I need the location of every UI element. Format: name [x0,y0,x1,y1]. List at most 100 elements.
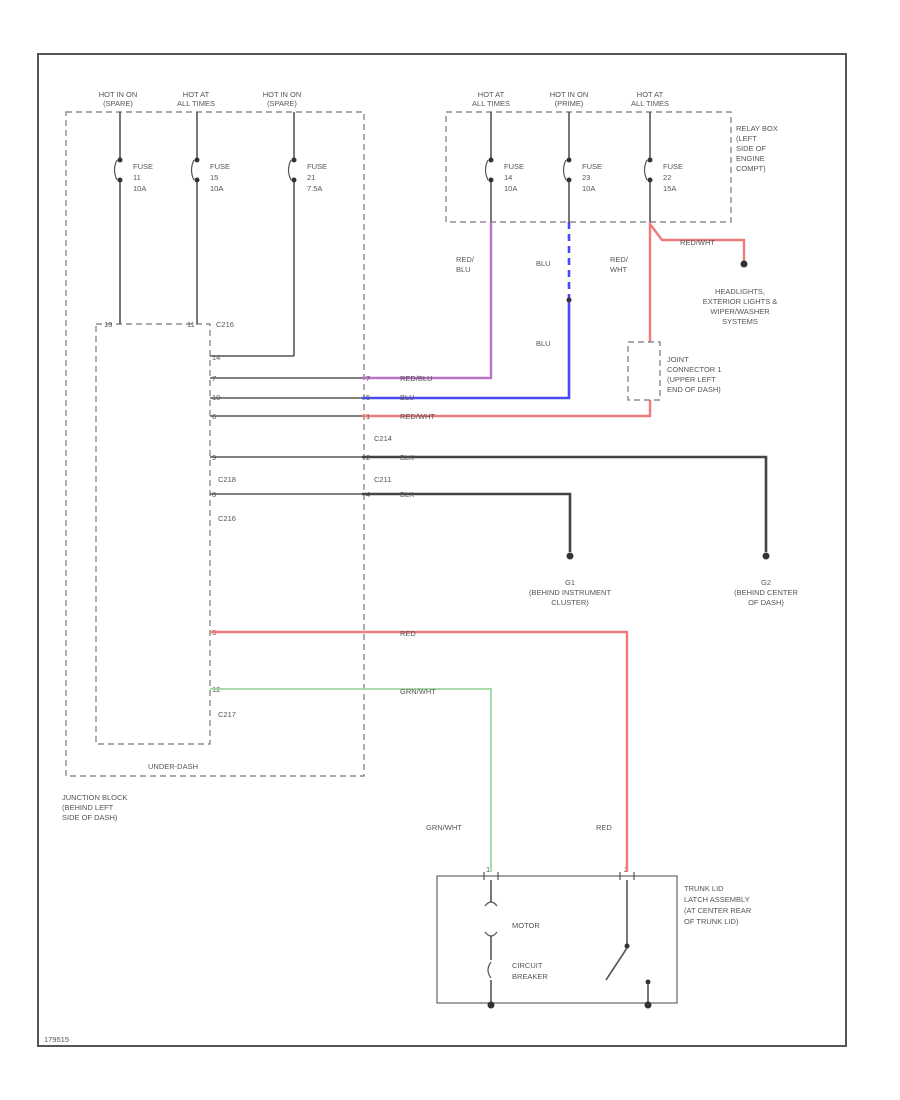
diagram-frame [37,53,847,1047]
fuse-11-number: 11 [133,173,141,182]
wire-label-red-wht-branch: RED/WHT [680,238,715,247]
trunk-feed-wires [210,630,629,872]
connector-c216-top: C216 [216,320,234,329]
left-fuses: FUSE 11 10A FUSE 15 10A FUSE 21 7.5A [113,112,327,356]
supply-5-line1: HOT IN ON [550,90,589,99]
connector-c217: C217 [218,710,236,719]
svg-text:HOT IN ON(SPARE): HOT IN ON(SPARE) [263,90,302,108]
wire-label-red-blu: RED/BLU [456,255,475,274]
fuse-21-rating: 7.5A [307,184,322,193]
supply-1-line1: HOT IN ON [99,90,138,99]
fuse-22-number: 22 [663,173,671,182]
wire-label-red: RED [400,629,416,638]
svg-text:7: 7 [212,374,216,383]
connector-c214: C214 [374,434,392,443]
svg-text:HOT IN ON(SPARE): HOT IN ON(SPARE) [99,90,138,108]
fuse-15-number: 15 [210,173,218,182]
headlights-label: HEADLIGHTS,EXTERIOR LIGHTS &WIPER/WASHER… [703,287,778,326]
wire-label-blu: BLU [536,259,551,268]
supply-4-line1: HOT AT [478,90,505,99]
fuse-14-number: 14 [504,173,512,182]
trunk-lid-latch-box [436,875,678,1004]
latch-internals [483,872,652,1009]
svg-text:8: 8 [212,490,216,499]
wire-label-red-wht: RED/WHT [610,255,629,274]
motor-label: MOTOR [512,921,540,930]
fuse-23-number: 23 [582,173,590,182]
connector-labels: C216 C214 C218 C211 C216 C217 [216,320,392,719]
fuse-11-label: FUSE [133,162,153,171]
under-dash-fuse-box-outline [65,111,365,777]
wire-label-blk-a: BLK [400,453,414,462]
wire-label-red-vertical: RED [596,823,612,832]
svg-text:7: 7 [366,374,370,383]
supply-3-line2: (SPARE) [267,99,297,108]
fuse-14-rating: 10A [504,184,517,193]
fuse-15-rating: 10A [210,184,223,193]
under-dash-label: UNDER-DASH [148,762,198,771]
svg-text:9: 9 [212,453,216,462]
svg-text:14: 14 [212,353,220,362]
wire-label-horizontal-blu: BLU [400,393,415,402]
svg-text:1: 1 [486,865,490,874]
joint-connector-outline [627,341,661,401]
svg-text:1: 1 [366,412,370,421]
supply-2-line2: ALL TIMES [177,99,215,108]
svg-text:HOT IN ON(PRIME): HOT IN ON(PRIME) [550,90,589,108]
connector-c216-mid: C216 [218,514,236,523]
ground-wires [362,455,770,560]
fuse-22-rating: 15A [663,184,676,193]
connector-c211: C211 [374,475,391,484]
svg-text:5: 5 [366,393,370,402]
fuse-11-rating: 10A [133,184,146,193]
supply-4-line2: ALL TIMES [472,99,510,108]
relay-box-fuses: FUSE 14 10A FUSE 23 10A FUSE 22 15A [484,112,683,222]
fuse-23-rating: 10A [582,184,595,193]
connector-c218: C218 [218,475,236,484]
fuse-21-number: 21 [307,173,315,182]
wire-label-blu-lower: BLU [536,339,551,348]
fuse-21-label: FUSE [307,162,327,171]
supply-6-line1: HOT AT [637,90,664,99]
wire-label-grn-wht-vertical: GRN/WHT [426,823,462,832]
wire-label-grn-wht: GRN/WHT [400,687,436,696]
fuse-23-label: FUSE [582,162,602,171]
fuse-15-label: FUSE [210,162,230,171]
wire-label-horizontal-red-wht: RED/WHT [400,412,435,421]
wire-label-blk-b: BLK [400,490,414,499]
svg-text:13: 13 [104,320,112,329]
supply-1-line2: (SPARE) [103,99,133,108]
relay-box-output-wires [362,222,748,418]
fuse-22-label: FUSE [663,162,683,171]
supply-6-line2: ALL TIMES [631,99,669,108]
wire-label-horizontal-red-blu: RED/BLU [400,374,433,383]
supply-2-line1: HOT AT [183,90,210,99]
pin-labels: 13 11 14 7 10 6 7 5 1 9 2 8 4 3 12 1 2 [104,320,628,874]
supply-5-line2: (PRIME) [555,99,584,108]
supply-3-line1: HOT IN ON [263,90,302,99]
svg-text:10: 10 [212,393,220,402]
footer-code: 179515 [44,1035,69,1044]
fuse-14-label: FUSE [504,162,524,171]
svg-text:11: 11 [187,320,195,329]
relay-box-outline [445,111,732,223]
junction-internal-wires [210,355,362,495]
junction-block-inner-outline [95,323,211,745]
